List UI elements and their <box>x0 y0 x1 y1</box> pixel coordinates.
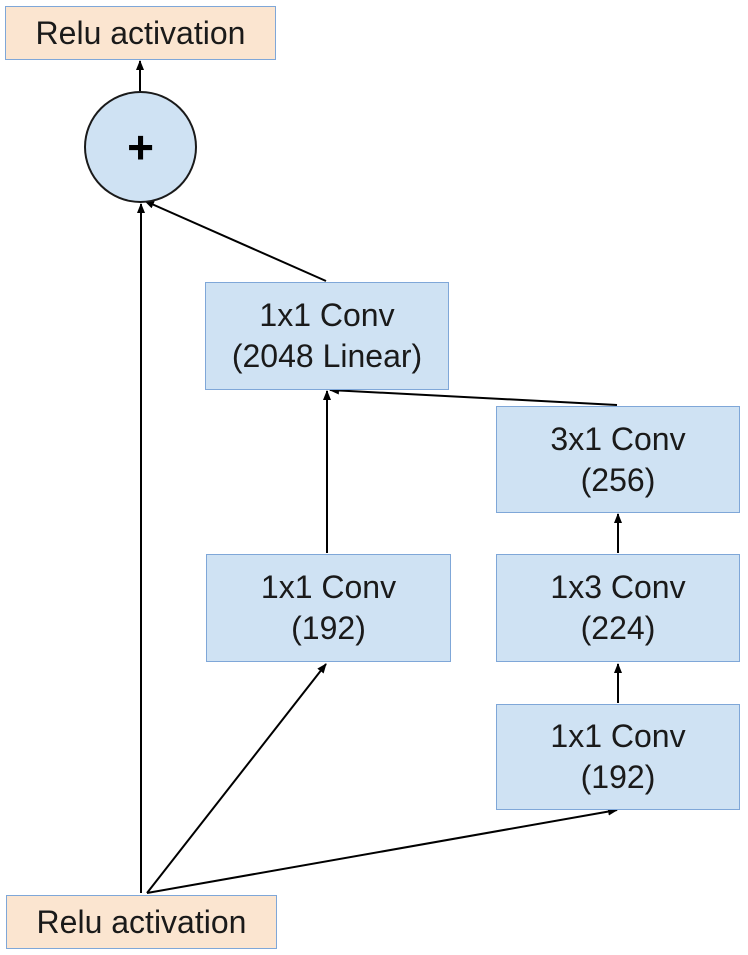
conv-1x1-192-left-box: 1x1 Conv (192) <box>206 554 451 662</box>
conv-1x3-line2: (224) <box>580 610 656 646</box>
conv-192-right-line1: 1x1 Conv <box>550 718 686 754</box>
conv-3x1-box: 3x1 Conv (256) <box>496 406 740 513</box>
output-relu-activation: Relu activation <box>5 6 276 60</box>
input-relu-label: Relu activation <box>36 903 247 940</box>
arrow-linear-to-add <box>144 200 327 282</box>
output-relu-label: Relu activation <box>35 14 246 51</box>
conv-1x3-line1: 1x3 Conv <box>550 569 686 605</box>
conv-1x3-box: 1x3 Conv (224) <box>496 554 740 662</box>
conv-1x1-192-right-box: 1x1 Conv (192) <box>496 704 740 810</box>
conv-3x1-line1: 3x1 Conv <box>550 420 686 457</box>
input-relu-activation: Relu activation <box>6 895 277 949</box>
add-node: + <box>84 91 197 203</box>
conv-1x1-linear-box: 1x1 Conv (2048 Linear) <box>205 282 449 390</box>
arrow-3x1-to-linear <box>329 386 618 406</box>
arrow-input-to-right-192 <box>146 807 618 894</box>
conv-linear-line2: (2048 Linear) <box>231 338 423 374</box>
conv-3x1-line2: (256) <box>580 461 656 498</box>
arrow-input-to-left-192 <box>146 663 327 894</box>
conv-linear-line1: 1x1 Conv <box>259 297 395 333</box>
plus-icon: + <box>127 121 154 173</box>
conv-192-left-line2: (192) <box>291 610 366 646</box>
conv-192-right-line2: (192) <box>580 759 656 795</box>
conv-192-left-line1: 1x1 Conv <box>260 569 397 605</box>
